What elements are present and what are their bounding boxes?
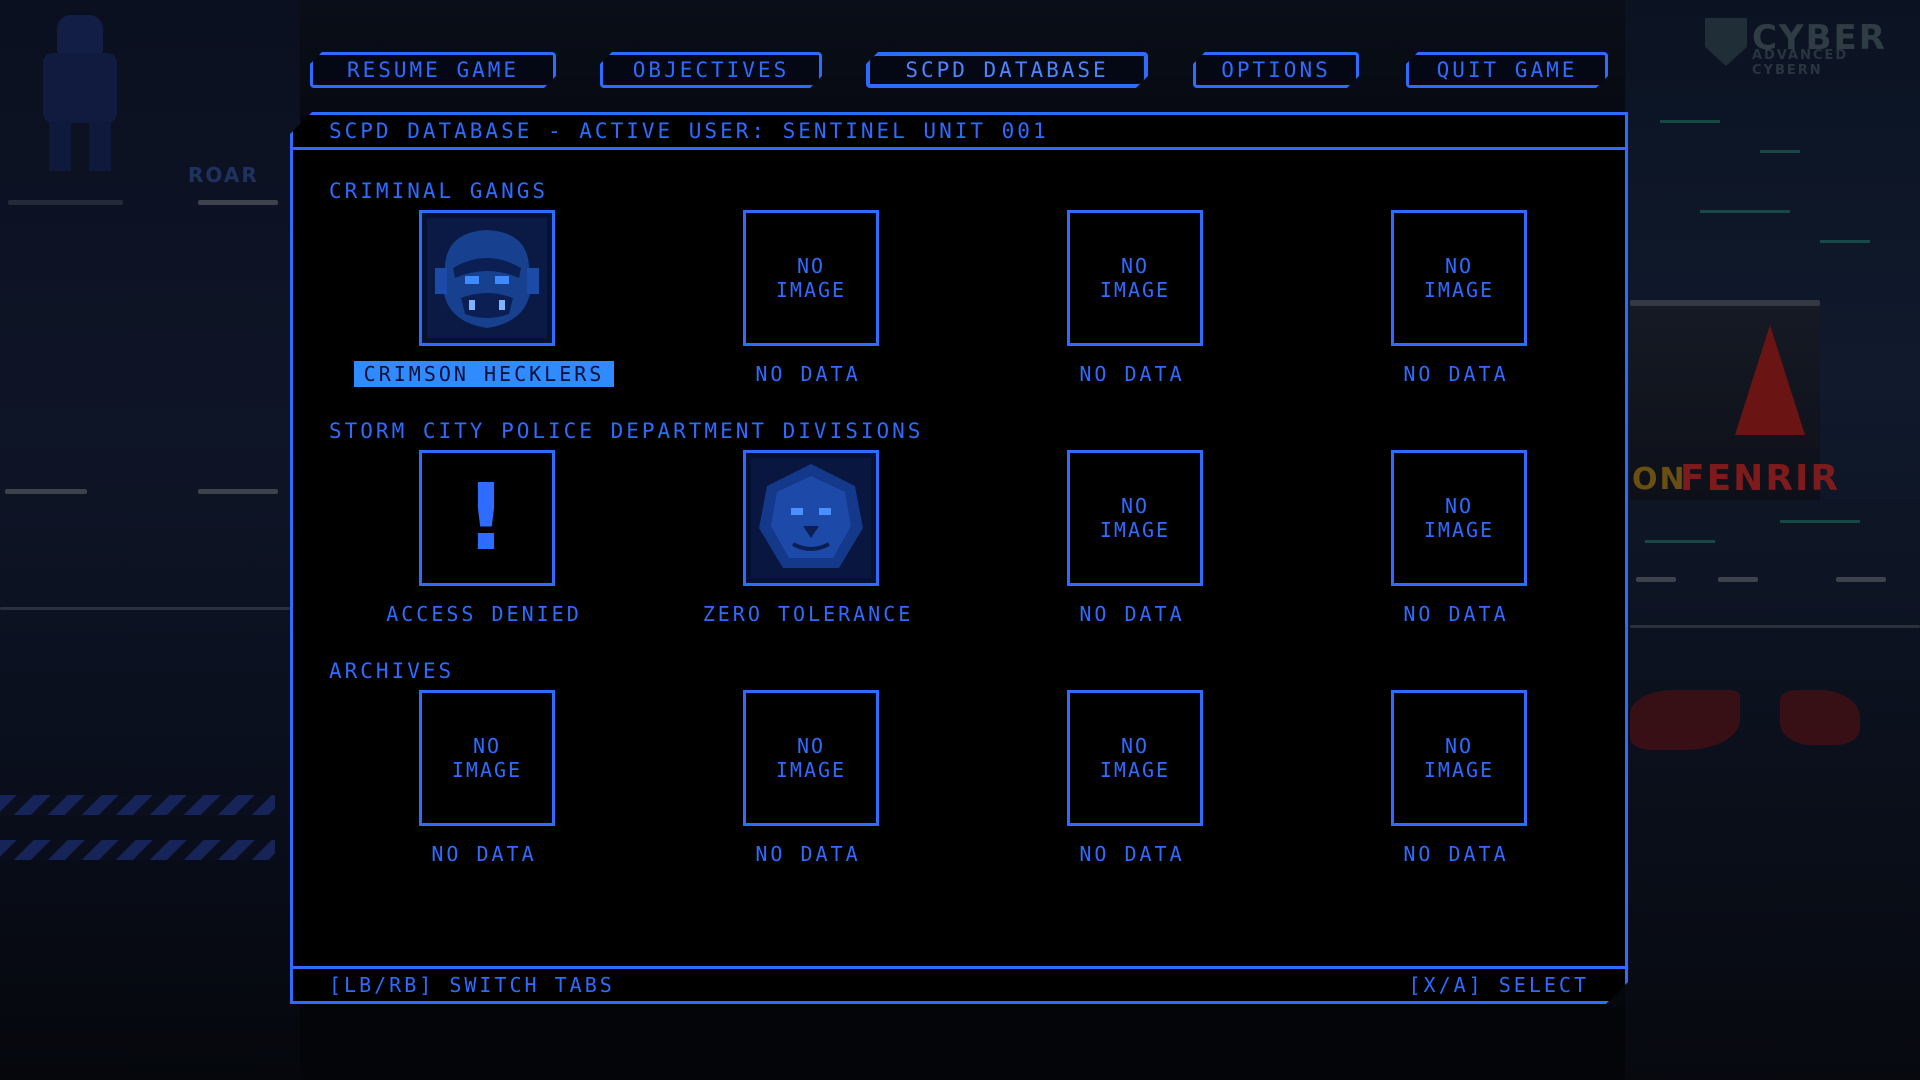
quit-game-label: QUIT GAME — [1436, 58, 1578, 82]
exclamation-icon: ! — [465, 464, 509, 571]
database-entry-empty[interactable]: NO IMAGE NO DATA — [658, 690, 958, 880]
no-image-placeholder: NO IMAGE — [743, 690, 879, 826]
no-image-placeholder: NO IMAGE — [1067, 450, 1203, 586]
resume-game-button[interactable]: RESUME GAME — [310, 52, 556, 88]
database-entry-zero-tolerance[interactable]: ZERO TOLERANCE — [658, 450, 958, 640]
background-graffiti — [1630, 690, 1740, 750]
database-entry-access-denied[interactable]: ! ACCESS DENIED — [334, 450, 634, 640]
entry-label: ZERO TOLERANCE — [702, 602, 914, 626]
entry-thumbnail — [743, 450, 879, 586]
background-dash — [1820, 240, 1870, 243]
entry-label: NO DATA — [1079, 842, 1185, 866]
background-bar — [198, 200, 278, 205]
entry-label: NO DATA — [1403, 602, 1509, 626]
background-bar — [1836, 577, 1886, 582]
background-logo-text: CYBER — [1752, 18, 1887, 58]
entry-label: NO DATA — [431, 842, 537, 866]
section-title-criminal-gangs: CRIMINAL GANGS — [329, 179, 549, 203]
background-bar — [198, 489, 278, 494]
switch-tabs-hint: [LB/RB] SWITCH TABS — [329, 973, 615, 997]
background-robot-figure — [35, 15, 125, 175]
background-bar — [0, 607, 290, 610]
no-image-placeholder: NO IMAGE — [1391, 450, 1527, 586]
background-left-scene — [0, 0, 300, 1080]
entry-label: NO DATA — [1403, 842, 1509, 866]
entry-label-text: CRIMSON HECKLERS — [354, 361, 615, 387]
no-image-placeholder: NO IMAGE — [743, 210, 879, 346]
database-entry-empty[interactable]: NO IMAGE NO DATA — [334, 690, 634, 880]
resume-game-label: RESUME GAME — [346, 58, 520, 82]
background-bar — [8, 200, 123, 205]
background-dash — [1660, 120, 1720, 123]
entry-label: NO DATA — [755, 362, 861, 386]
background-dash — [1760, 150, 1800, 153]
section-title-archives: ARCHIVES — [329, 659, 455, 683]
entry-label: NO DATA — [1079, 602, 1185, 626]
background-bar — [5, 489, 87, 494]
panel-header: SCPD DATABASE - ACTIVE USER: SENTINEL UN… — [293, 115, 1625, 150]
panel-footer: [LB/RB] SWITCH TABS [X/A] SELECT — [293, 966, 1625, 1001]
scpd-database-button[interactable]: SCPD DATABASE — [866, 52, 1148, 88]
entry-label: NO DATA — [755, 842, 861, 866]
background-bar — [1630, 625, 1920, 628]
background-bar — [1718, 577, 1758, 582]
background-hazard-stripes — [0, 795, 275, 815]
select-hint: [X/A] SELECT — [1408, 973, 1589, 997]
background-roar-text: ROAR — [188, 163, 259, 187]
database-entry-crimson-hecklers[interactable]: CRIMSON HECKLERS — [334, 210, 634, 400]
background-sign-text: FENRIR — [1680, 458, 1841, 499]
database-entry-empty[interactable]: NO IMAGE NO DATA — [982, 690, 1282, 880]
section-title-police-divisions: STORM CITY POLICE DEPARTMENT DIVISIONS — [329, 419, 924, 443]
no-image-placeholder: NO IMAGE — [419, 690, 555, 826]
entry-label: NO DATA — [1079, 362, 1185, 386]
database-panel: SCPD DATABASE - ACTIVE USER: SENTINEL UN… — [290, 112, 1628, 1004]
gorilla-emblem-icon — [427, 218, 547, 338]
background-sign-prefix: ON — [1632, 462, 1687, 497]
no-image-placeholder: NO IMAGE — [1067, 690, 1203, 826]
background-logo-subtext: ADVANCED CYBERN — [1752, 48, 1849, 78]
entry-thumbnail: ! — [419, 450, 555, 586]
background-dash — [1780, 520, 1860, 523]
options-button[interactable]: OPTIONS — [1193, 52, 1359, 88]
database-entry-empty[interactable]: NO IMAGE NO DATA — [982, 450, 1282, 640]
background-dash — [1645, 540, 1715, 543]
entry-label: CRIMSON HECKLERS — [334, 362, 634, 386]
objectives-button[interactable]: OBJECTIVES — [600, 52, 822, 88]
entry-label: ACCESS DENIED — [386, 602, 582, 626]
database-entry-empty[interactable]: NO IMAGE NO DATA — [1306, 210, 1606, 400]
quit-game-button[interactable]: QUIT GAME — [1406, 52, 1608, 88]
no-image-placeholder: NO IMAGE — [1391, 210, 1527, 346]
no-image-placeholder: NO IMAGE — [1391, 690, 1527, 826]
database-entry-empty[interactable]: NO IMAGE NO DATA — [1306, 450, 1606, 640]
background-fenrir-logo — [1735, 325, 1805, 435]
entry-label: NO DATA — [1403, 362, 1509, 386]
background-bottom-scene — [300, 1005, 1625, 1080]
background-dash — [1700, 210, 1790, 213]
scpd-database-label: SCPD DATABASE — [905, 58, 1109, 82]
background-bar — [1630, 300, 1820, 306]
options-label: OPTIONS — [1221, 58, 1331, 82]
entry-thumbnail — [419, 210, 555, 346]
no-image-placeholder: NO IMAGE — [1067, 210, 1203, 346]
lion-emblem-icon — [751, 458, 871, 578]
background-bar — [1636, 577, 1676, 582]
objectives-label: OBJECTIVES — [632, 58, 790, 82]
database-entry-empty[interactable]: NO IMAGE NO DATA — [982, 210, 1282, 400]
database-entry-empty[interactable]: NO IMAGE NO DATA — [1306, 690, 1606, 880]
background-graffiti — [1780, 690, 1860, 745]
background-hazard-stripes — [0, 840, 275, 860]
database-entry-empty[interactable]: NO IMAGE NO DATA — [658, 210, 958, 400]
